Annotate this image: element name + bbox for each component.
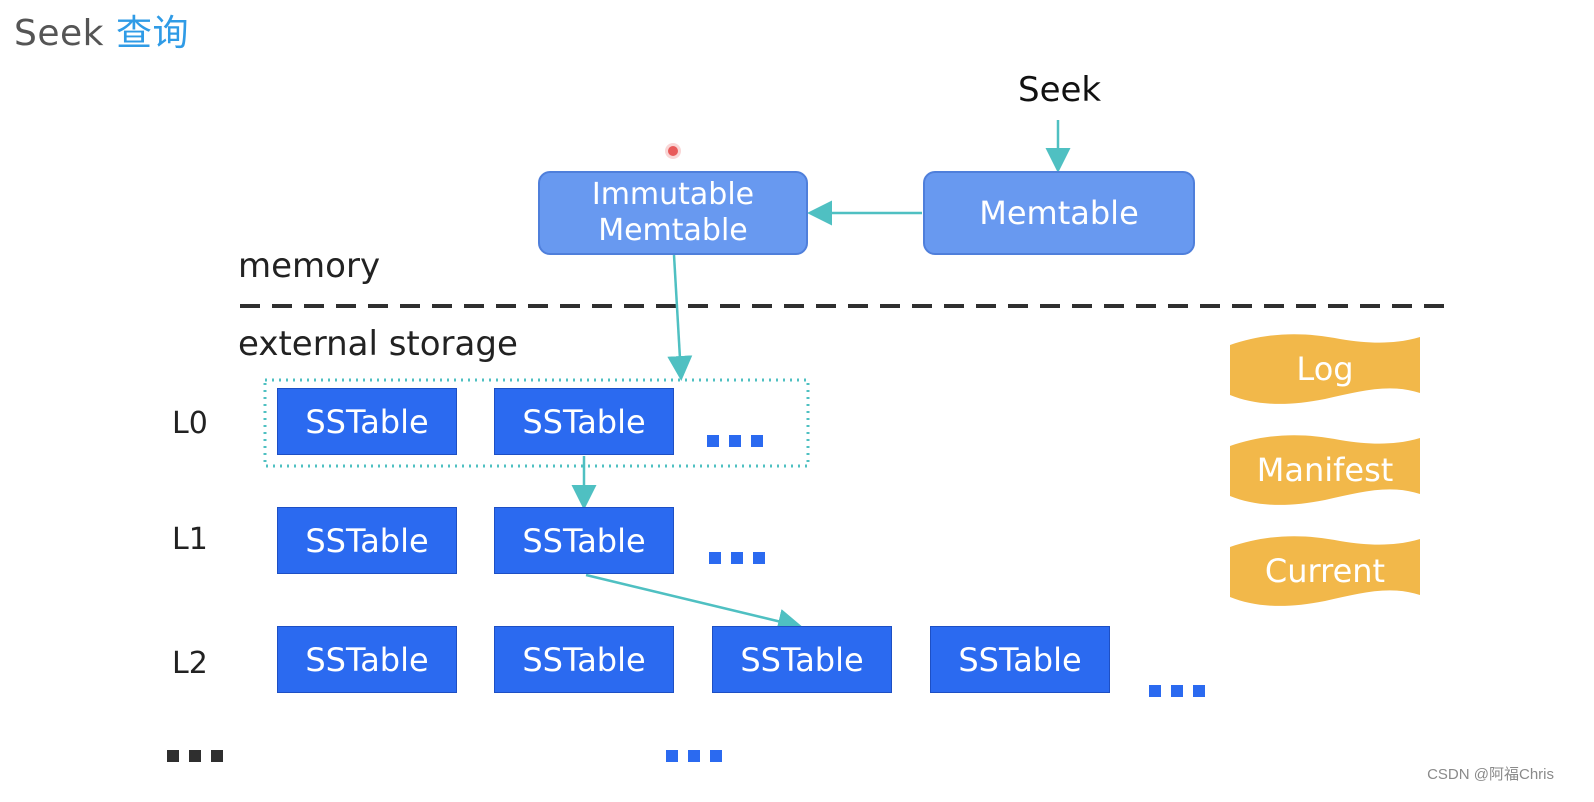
file-label-manifest: Manifest <box>1256 451 1394 489</box>
cursor-marker <box>668 146 678 156</box>
file-banner-icon <box>1230 334 1420 404</box>
memtable-label: Memtable <box>979 193 1139 232</box>
log-file-shape: Log <box>1230 333 1420 405</box>
arrow-l1-to-l2 <box>585 573 803 634</box>
current-file-shape: Current <box>1230 535 1420 607</box>
sstable-l1-1: SSTable <box>277 507 457 574</box>
file-label-log: Log <box>1296 350 1354 388</box>
sstable-l0-2: SSTable <box>494 388 674 455</box>
level-label-l0: L0 <box>172 406 208 441</box>
file-label-current: Current <box>1264 552 1386 590</box>
sstable-l2-3: SSTable <box>712 626 892 693</box>
slide-title-prefix: Seek <box>14 13 104 54</box>
ellipsis-l2 <box>1149 685 1205 697</box>
file-banner-icon <box>1230 536 1420 606</box>
sstable-l0-1: SSTable <box>277 388 457 455</box>
slide-title: Seek 查询 <box>14 4 189 56</box>
memory-label: memory <box>238 246 381 286</box>
more-levels-ellipsis <box>167 750 223 762</box>
immutable-memtable-box: Immutable Memtable <box>538 171 808 255</box>
sstable-label: SSTable <box>522 640 646 679</box>
external-storage-label: external storage <box>238 324 518 364</box>
sstable-l2-4: SSTable <box>930 626 1110 693</box>
sstable-l1-2: SSTable <box>494 507 674 574</box>
sstable-label: SSTable <box>305 402 429 441</box>
arrow-immutable-to-l0 <box>667 254 693 381</box>
level-label-l2: L2 <box>172 646 208 681</box>
seek-label: Seek <box>1018 70 1102 110</box>
immutable-memtable-label: Immutable Memtable <box>591 177 755 248</box>
sstable-l2-1: SSTable <box>277 626 457 693</box>
sstable-label: SSTable <box>305 521 429 560</box>
sstable-label: SSTable <box>522 402 646 441</box>
manifest-file-shape: Manifest <box>1230 434 1420 506</box>
sstable-l2-2: SSTable <box>494 626 674 693</box>
ellipsis-l0 <box>707 435 763 447</box>
file-banner-icon <box>1230 435 1420 505</box>
watermark: CSDN @阿福Chris <box>1427 766 1554 783</box>
sstable-label: SSTable <box>740 640 864 679</box>
level-label-l1: L1 <box>172 522 208 557</box>
more-tables-ellipsis <box>666 750 722 762</box>
sstable-label: SSTable <box>522 521 646 560</box>
slide-title-highlight: 查询 <box>115 13 189 54</box>
ellipsis-l1 <box>709 552 765 564</box>
memtable-box: Memtable <box>923 171 1195 255</box>
sstable-label: SSTable <box>305 640 429 679</box>
sstable-label: SSTable <box>958 640 1082 679</box>
